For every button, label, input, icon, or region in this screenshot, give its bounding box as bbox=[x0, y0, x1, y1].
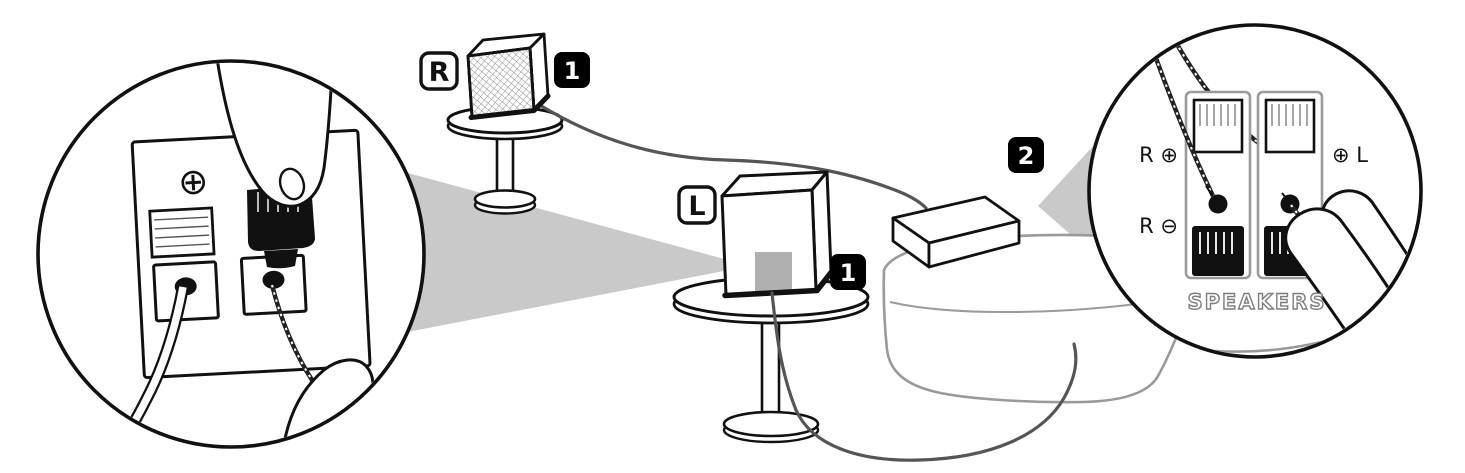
step-number: 1 bbox=[564, 57, 581, 85]
r-plus-terminal-label: R ⊕ bbox=[1139, 143, 1178, 167]
l-plus-terminal-label: ⊕ L bbox=[1332, 143, 1368, 167]
right-speaker-label: R bbox=[419, 51, 459, 91]
step-badge-right-speaker: 1 bbox=[554, 52, 590, 88]
right-speaker-wire bbox=[536, 102, 928, 210]
scene: R L 1 1 2 bbox=[419, 32, 1197, 462]
terminal-block-r bbox=[1184, 90, 1252, 280]
white-clip-lever bbox=[148, 206, 216, 259]
right-detail-callout: R ⊕ R ⊖ ⊕ L SPEAKERS bbox=[1087, 23, 1423, 359]
wire-hole-right bbox=[262, 270, 285, 289]
r-minus-terminal-label: R ⊖ bbox=[1139, 214, 1178, 238]
left-speaker bbox=[720, 170, 835, 299]
speakers-panel-label: SPEAKERS bbox=[1187, 290, 1326, 314]
left-speaker-label: L bbox=[677, 185, 717, 225]
step-number: 1 bbox=[840, 259, 857, 287]
left-detail-callout: ⊕ bbox=[36, 59, 426, 449]
right-speaker-letter: R bbox=[429, 57, 450, 88]
finger-press-icon bbox=[214, 63, 335, 208]
speaker-grille bbox=[466, 46, 536, 119]
left-speaker-letter: L bbox=[688, 191, 705, 222]
fingernail bbox=[278, 167, 306, 201]
wire-hole-r bbox=[1208, 194, 1228, 214]
terminal-panel bbox=[755, 252, 792, 291]
plus-polarity-icon: ⊕ bbox=[177, 161, 209, 204]
right-speaker bbox=[466, 32, 551, 120]
left-speaker-wire bbox=[770, 291, 1078, 462]
step-number: 2 bbox=[1018, 142, 1035, 170]
left-speaker-stand bbox=[672, 276, 870, 444]
step-badge-left-speaker: 1 bbox=[830, 254, 866, 290]
step-badge-main-unit: 2 bbox=[1008, 137, 1044, 173]
main-unit bbox=[891, 195, 1021, 269]
